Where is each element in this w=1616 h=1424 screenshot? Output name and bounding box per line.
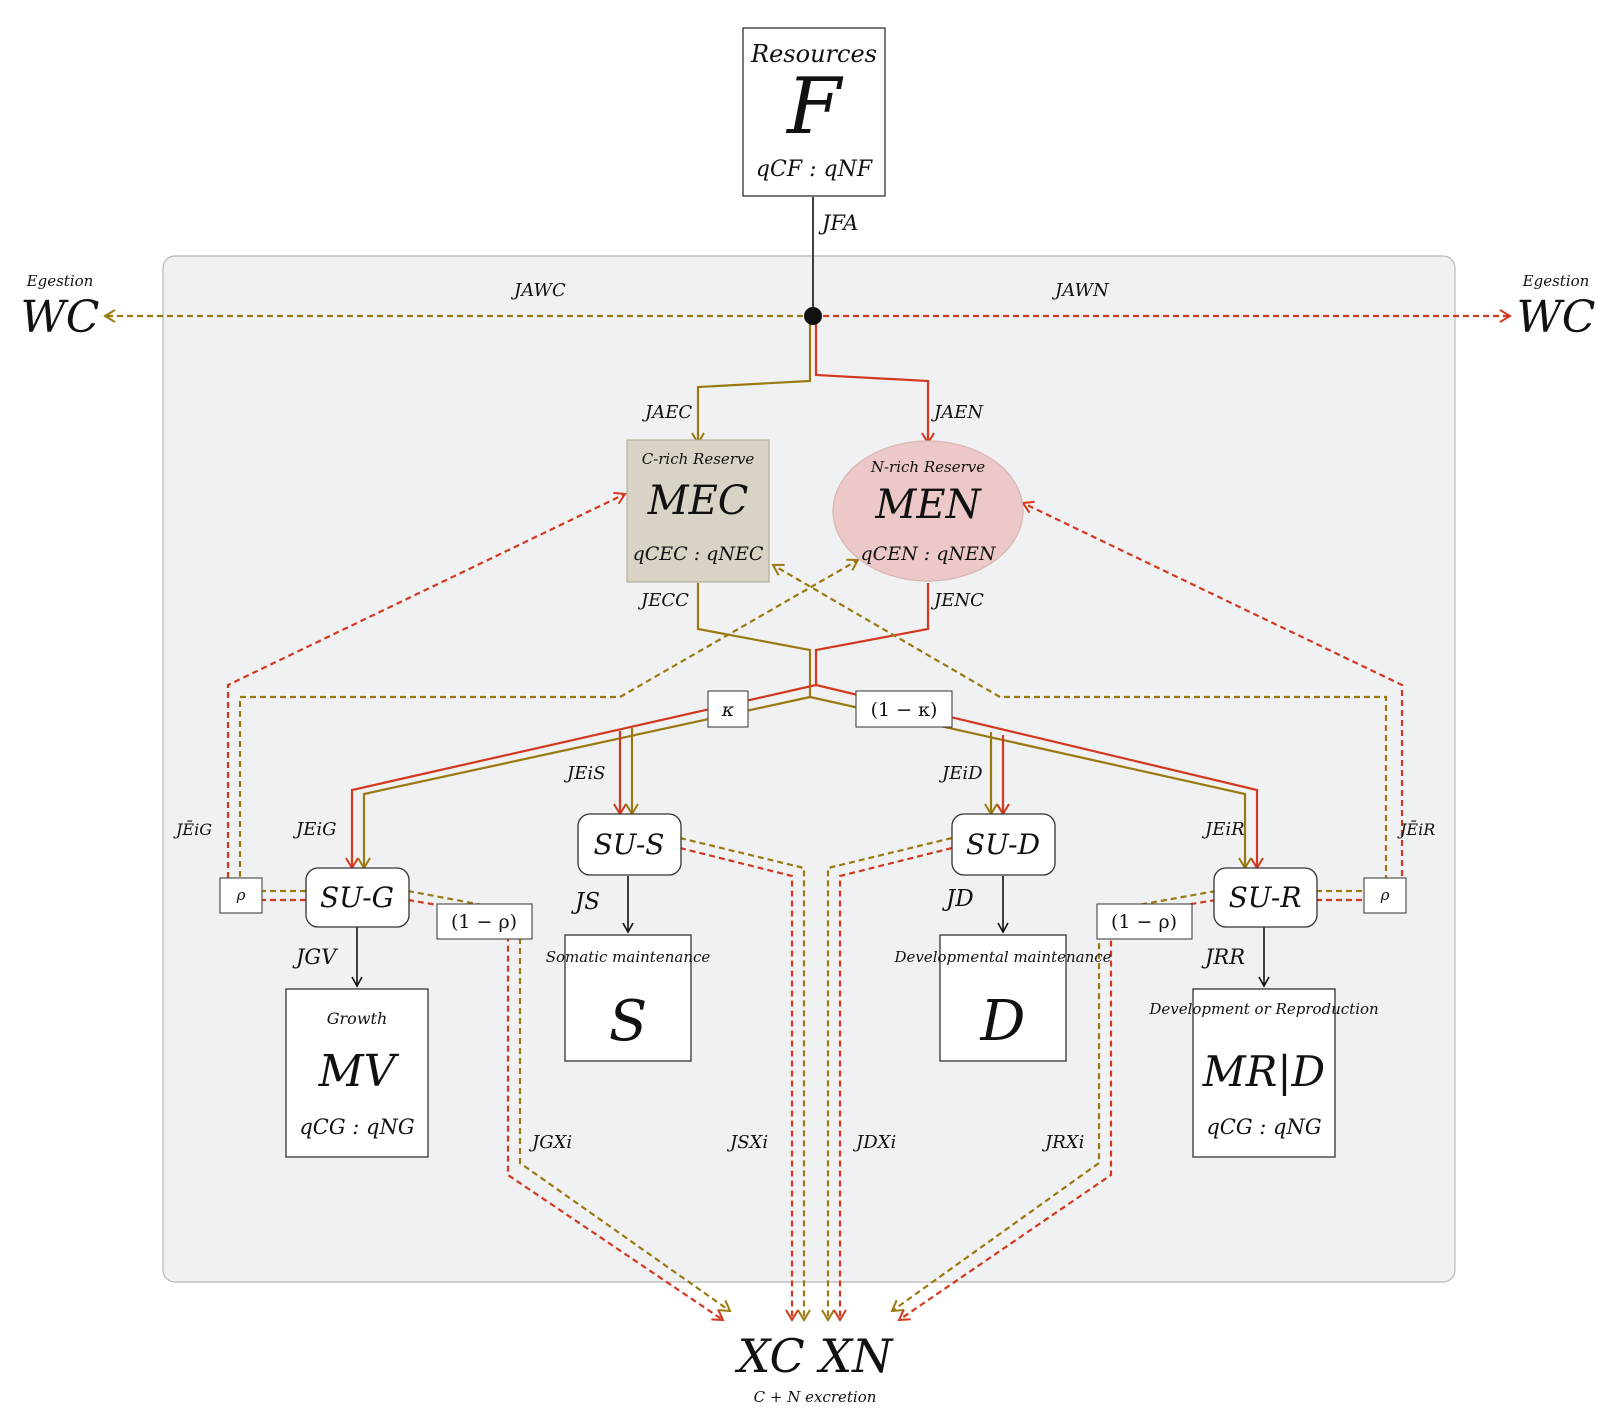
- one-minus-kappa-label: (1 − κ): [871, 699, 938, 721]
- n-reserve-ratio: qCEN : qNEN: [861, 543, 997, 565]
- resources-ratio: qCF : qNF: [756, 157, 873, 182]
- egestion-left-label: Egestion: [26, 272, 94, 290]
- growth-symbol: MV: [318, 1046, 400, 1097]
- flux-line-1kappa-olive: [809, 695, 1252, 870]
- resources-node: Resources F qCF : qNF: [742, 27, 886, 197]
- flux-line-return-r-olive: [771, 563, 1388, 893]
- flux-line-sx-olive: [679, 836, 811, 1322]
- somatic-symbol: S: [609, 989, 647, 1054]
- flux-label-eis: JEiS: [563, 763, 605, 784]
- flux-label-rx: JRXi: [1041, 1132, 1084, 1153]
- growth-label: Growth: [327, 1009, 388, 1028]
- n-reserve-node: N-rich Reserve MEN qCEN : qNEN: [832, 440, 1024, 582]
- developmental-node: Developmental maintenance D: [893, 934, 1112, 1062]
- organism-panel: [162, 255, 1456, 1283]
- flux-label-ebar-r: JĒiR: [1397, 819, 1435, 839]
- c-reserve-node: C-rich Reserve MEC qCEC : qNEC: [626, 439, 770, 583]
- flux-label-aw-n: JAWN: [1051, 280, 1110, 301]
- su-d-label: SU-D: [966, 828, 1040, 861]
- su-d-node: SU-D: [951, 813, 1056, 876]
- developmental-symbol: D: [980, 989, 1026, 1054]
- kappa-label: κ: [721, 699, 735, 721]
- resources-symbol: F: [785, 62, 844, 152]
- flux-line-dx-olive: [821, 836, 953, 1322]
- flux-line-return-g-olive: [238, 558, 860, 893]
- repro-label: Development or Reproduction: [1148, 1000, 1378, 1018]
- somatic-label: Somatic maintenance: [546, 948, 711, 966]
- flux-line-ae-c: [691, 316, 812, 445]
- flux-line-en-c: [814, 583, 930, 685]
- flux-line-kappa-olive: [357, 695, 811, 870]
- somatic-node: Somatic maintenance S: [546, 934, 711, 1062]
- repro-node: Development or Reproduction MR|D qCG : q…: [1148, 988, 1379, 1158]
- c-reserve-symbol: MEC: [647, 478, 749, 524]
- resources-label: Resources: [750, 40, 877, 68]
- flux-label-gx: JGXi: [528, 1132, 572, 1153]
- flux-label-ebar-g: JĒiG: [173, 819, 212, 839]
- flux-line-dx-red: [833, 846, 953, 1322]
- flux-line-kappa-red: [345, 683, 817, 870]
- repro-ratio: qCG : qNG: [1206, 1115, 1321, 1139]
- egestion-left-symbol: WC: [21, 292, 100, 343]
- flux-label-ae-c: JAEC: [641, 402, 692, 423]
- flux-label-aw-c: JAWC: [510, 280, 566, 301]
- assimilation-junction: [804, 307, 822, 325]
- one-minus-rho-box-right: (1 − ρ): [1096, 903, 1193, 940]
- flux-label-eid: JEiD: [938, 763, 983, 784]
- developmental-label: Developmental maintenance: [893, 948, 1111, 966]
- flux-label-en-c: JENC: [930, 590, 984, 611]
- repro-symbol: MR|D: [1202, 1047, 1325, 1096]
- kappa-box: κ: [707, 690, 749, 728]
- flux-label-sx: JSXi: [726, 1132, 768, 1153]
- growth-node: Growth MV qCG : qNG: [285, 988, 429, 1158]
- egestion-right-label: Egestion: [1522, 272, 1590, 290]
- c-reserve-label: C-rich Reserve: [642, 450, 755, 468]
- excretion-symbol: XC XN: [735, 1329, 895, 1383]
- one-minus-kappa-box: (1 − κ): [855, 690, 953, 728]
- flux-label-dx: JDXi: [852, 1132, 896, 1153]
- c-reserve-ratio: qCEC : qNEC: [633, 543, 764, 565]
- flux-label-fa: JFA: [818, 211, 858, 235]
- one-minus-rho-left-label: (1 − ρ): [451, 911, 517, 933]
- su-g-node: SU-G: [305, 867, 410, 928]
- su-r-label: SU-R: [1229, 881, 1302, 914]
- flux-label-ec-c: JECC: [637, 590, 689, 611]
- su-s-node: SU-S: [577, 813, 682, 876]
- flux-label-gv: JGV: [292, 945, 338, 969]
- rho-right-label: ρ: [1380, 886, 1390, 904]
- flux-label-eir: JEiR: [1201, 819, 1245, 840]
- growth-ratio: qCG : qNG: [299, 1115, 414, 1139]
- su-s-label: SU-S: [594, 828, 665, 861]
- flux-line-sx-red: [679, 846, 799, 1322]
- rho-left-label: ρ: [236, 886, 246, 904]
- flux-label-ae-n: JAEN: [930, 402, 984, 423]
- one-minus-rho-right-label: (1 − ρ): [1111, 911, 1177, 933]
- flux-line-rx-olive: [890, 889, 1217, 1313]
- su-g-label: SU-G: [320, 881, 394, 914]
- flux-label-s: JS: [571, 889, 600, 915]
- flux-line-ae-n: [814, 316, 935, 445]
- flux-label-d: JD: [942, 886, 974, 912]
- n-reserve-label: N-rich Reserve: [870, 458, 985, 476]
- egestion-right-symbol: WC: [1517, 292, 1596, 343]
- excretion-label: C + N excretion: [754, 1388, 877, 1406]
- flux-line-gx-olive: [407, 889, 732, 1313]
- rho-box-left: ρ: [219, 877, 263, 914]
- flux-label-rr: JRR: [1201, 945, 1245, 969]
- n-reserve-symbol: MEN: [874, 482, 982, 528]
- rho-box-right: ρ: [1363, 877, 1407, 914]
- su-r-node: SU-R: [1213, 867, 1318, 928]
- flux-line-ec-c: [696, 583, 812, 697]
- flux-label-eig: JEiG: [292, 819, 337, 840]
- flux-line-1kappa-red: [815, 683, 1264, 870]
- one-minus-rho-box-left: (1 − ρ): [436, 903, 533, 940]
